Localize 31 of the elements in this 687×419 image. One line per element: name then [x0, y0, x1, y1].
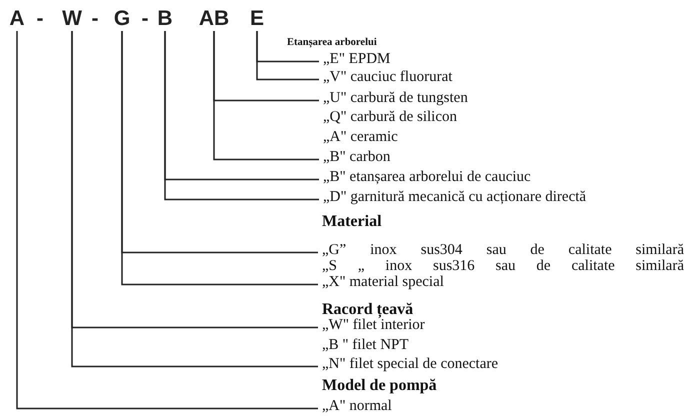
separator-dash: - [92, 8, 98, 29]
leader-line [213, 31, 319, 160]
option-text: „G” inox sus304 sau de calitate similară [322, 243, 684, 258]
option-text: „D" garnitură mecanică cu acționare directă [323, 190, 586, 205]
code-letter: A [9, 8, 25, 29]
option-text: „E" EPDM [323, 52, 390, 67]
section-heading: Etanșarea arborelui [287, 38, 377, 48]
option-text: „N" filet special de conectare [322, 357, 498, 372]
separator-dash: - [142, 8, 148, 29]
leader-line [256, 31, 319, 80]
code-letter: AB [198, 8, 230, 29]
code-letter: W [62, 8, 82, 29]
code-letter: B [157, 8, 173, 29]
option-text: „X" material special [322, 275, 444, 290]
option-text: „V" cauciuc fluorurat [323, 70, 452, 85]
option-text: „B" etanșarea arborelui de cauciuc [323, 170, 531, 185]
option-text: „B " filet NPT [322, 338, 409, 353]
option-text: „A" ceramic [323, 130, 398, 145]
section-heading: Model de pompă [322, 378, 437, 394]
option-text: „U" carbură de tungsten [323, 91, 468, 106]
option-text: „A" normal [322, 399, 392, 414]
option-text: „S „ inox sus316 sau de calitate similară [322, 259, 684, 274]
separator-dash: - [36, 8, 44, 29]
code-letter: G [114, 8, 130, 29]
code-letter: E [250, 8, 264, 29]
option-text: „B" carbon [323, 150, 390, 165]
section-heading: Material [322, 214, 382, 230]
option-text: „Q" carbură de silicon [323, 110, 457, 125]
leader-line [16, 31, 318, 410]
section-heading: Racord țeavă [322, 302, 414, 318]
option-text: „W" filet interior [322, 318, 425, 333]
